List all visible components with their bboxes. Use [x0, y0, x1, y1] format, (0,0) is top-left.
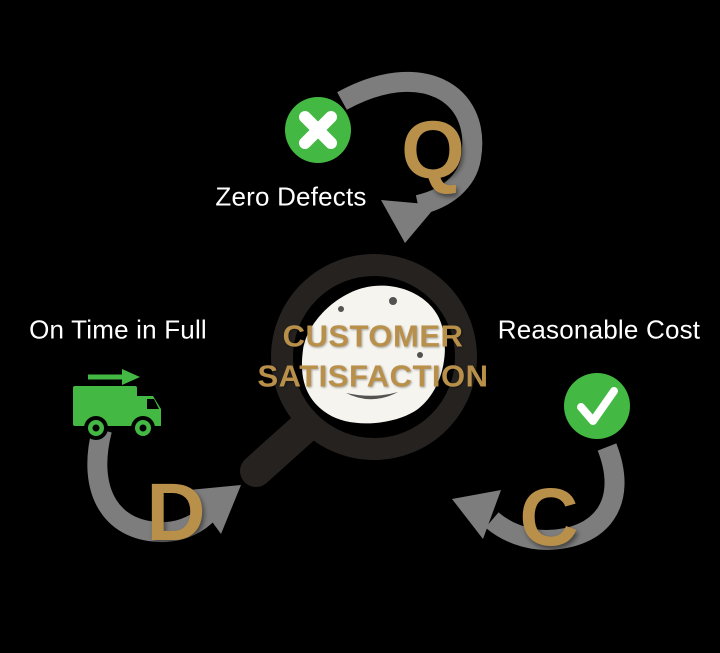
cost-arrowhead	[452, 490, 501, 539]
center-title-line1: CUSTOMER	[282, 318, 464, 354]
lens-speckles	[338, 297, 423, 400]
lens-content	[301, 285, 445, 424]
quality-label: Zero Defects	[215, 181, 367, 212]
speed-arrowhead	[122, 369, 140, 385]
quality-arrow	[337, 71, 483, 243]
cost-letter: C	[519, 472, 579, 563]
magnifier-icon	[240, 254, 477, 487]
center-title-line2: SATISFACTION	[257, 359, 489, 394]
truck-body	[73, 386, 137, 426]
center-title: CUSTOMER SATISFACTION	[257, 317, 488, 398]
cost-label: Reasonable Cost	[497, 314, 701, 345]
delivery-label: On Time in Full	[29, 314, 207, 345]
truck-icon	[73, 369, 161, 440]
check-circle-icon	[564, 373, 630, 439]
quality-arrowhead	[381, 200, 437, 243]
x-circle-icon	[285, 97, 351, 163]
delivery-arrow	[87, 427, 241, 543]
truck-window	[147, 399, 159, 409]
delivery-arrowhead	[189, 485, 241, 534]
delivery-letter: D	[146, 467, 206, 558]
cost-arrow	[452, 443, 625, 551]
quality-letter: Q	[401, 105, 465, 196]
